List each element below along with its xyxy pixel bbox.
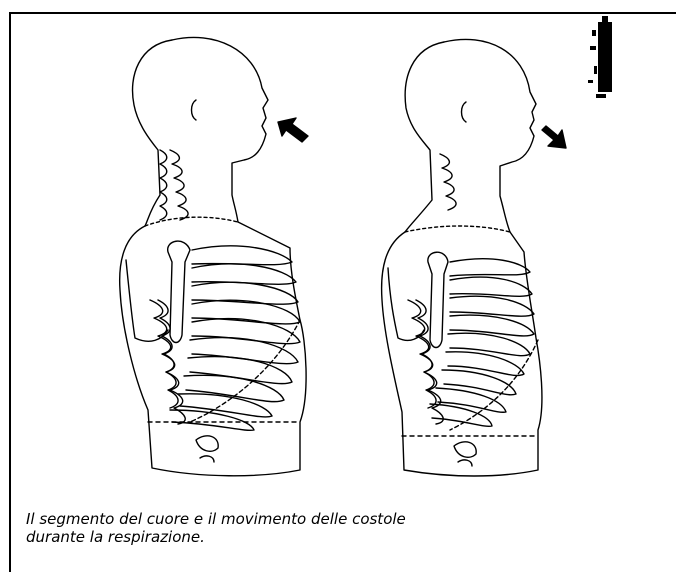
scan-artifact [586, 16, 616, 106]
figure-caption: Il segmento del cuore e il movimento del… [26, 510, 546, 546]
torso-exhale [382, 39, 542, 476]
torso-inhale [120, 37, 306, 475]
exhale-arrow [542, 126, 566, 148]
inhale-arrow [278, 118, 308, 142]
breathing-illustration [0, 0, 676, 500]
caption-line-2: durante la respirazione. [26, 528, 205, 546]
caption-line-1: Il segmento del cuore e il movimento del… [26, 510, 406, 528]
